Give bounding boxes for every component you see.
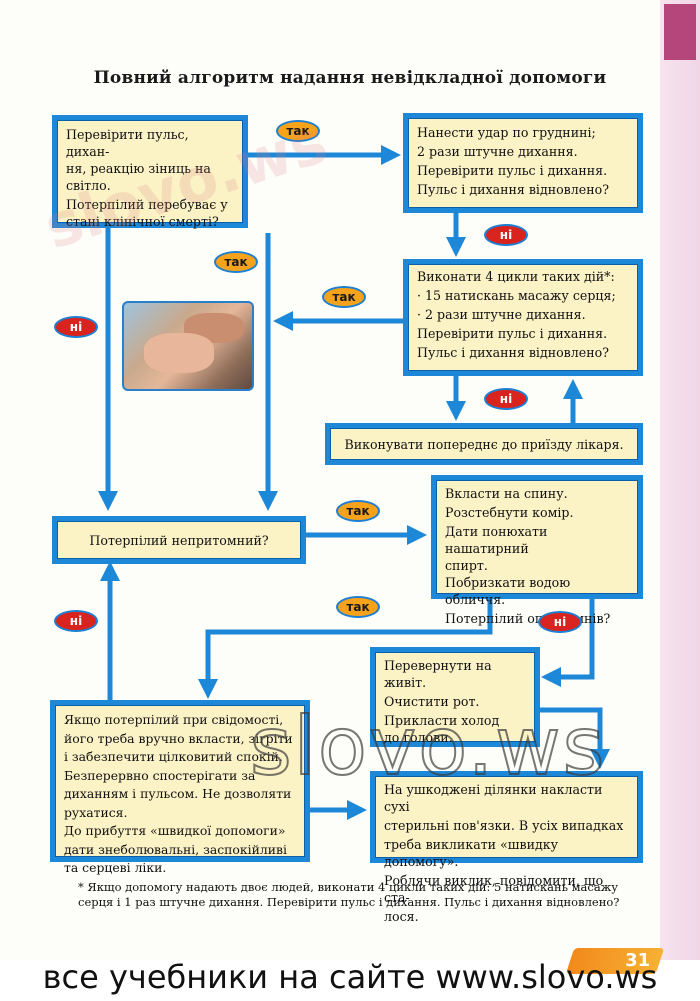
no-badge: ні xyxy=(538,611,582,633)
box-dressings: На ушкоджені ділянки накласти сухі стери… xyxy=(370,771,643,924)
box-dressings-line: Роблячи виклик, повідомити, що ста- xyxy=(384,873,604,905)
box-lay-back: Вкласти на спину. Розстебнути комір. Дат… xyxy=(431,475,643,626)
box-unconscious: Потерпілий непритомний? xyxy=(52,516,306,564)
box-four-cycles-line: Перевірити пульс і дихання. xyxy=(417,326,608,341)
box-chest-blow-line: Нанести удар по груднині; xyxy=(417,125,596,140)
box-conscious-line: дати знеболювальні, заспокійливі xyxy=(64,841,287,857)
box-lay-back-line: Розстебнути комір. xyxy=(445,505,574,520)
box-continue: Виконувати попереднє до приїзду лікаря. xyxy=(325,423,643,465)
page-edge xyxy=(660,0,700,960)
box-dressings-line: треба викликати «швидку допомогу». xyxy=(384,837,559,869)
page-title: Повний алгоритм надання невідкладної доп… xyxy=(93,68,607,88)
box-conscious-line: рухатися. xyxy=(64,804,128,820)
box-turn-over-line: Очистити рот. xyxy=(384,694,480,709)
box-four-cycles-line: Пульс і дихання відновлено? xyxy=(417,345,609,360)
no-badge: ні xyxy=(54,610,98,632)
box-lay-back-line: Вкласти на спину. xyxy=(445,486,568,501)
box-lay-back-line: Побризкати водою обличчя. xyxy=(445,575,571,607)
box-conscious-line: До прибуття «швидкої допомоги» xyxy=(64,823,286,838)
footnote: * Якщо допомогу надають двоє людей, вико… xyxy=(78,880,620,909)
box-dressings-line: стерильні пов'язки. В усіх випадках xyxy=(384,818,624,833)
yes-badge: так xyxy=(322,286,366,308)
box-turn-over: Перевернути на живіт. Очистити рот. Прикл… xyxy=(370,647,540,747)
box-lay-back-line: Дати понюхати нашатирний xyxy=(445,524,548,556)
box-check-pulse-line: Потерпілий перебуває у xyxy=(66,197,228,212)
box-four-cycles-line: · 15 натискань масажу серця; xyxy=(417,288,616,303)
yes-badge: так xyxy=(276,120,320,142)
cpr-photo xyxy=(122,301,254,391)
box-conscious-line: та серцеві ліки. xyxy=(64,860,167,875)
box-check-pulse: Перевірити пульс, дихан-ня, реакцію зіни… xyxy=(52,115,248,229)
box-conscious-line: його треба вручно вкласти, зігріти xyxy=(64,730,293,746)
box-chest-blow: Нанести удар по груднині; 2 рази штучне … xyxy=(403,113,643,213)
box-conscious-line: диханням і пульсом. Не дозволяти xyxy=(64,786,292,801)
box-turn-over-line: Прикласти холод xyxy=(384,713,500,728)
box-check-pulse-line: ня, реакцію зіниць на xyxy=(66,161,211,176)
box-turn-over-line: живіт. xyxy=(384,675,427,690)
box-chest-blow-line: Пульс і дихання відновлено? xyxy=(417,182,609,197)
box-conscious-line: і забезпечити цілковитий спокій. xyxy=(64,749,283,764)
no-badge: ні xyxy=(484,224,528,246)
yes-badge: так xyxy=(336,596,380,618)
box-turn-over-line: Перевернути на xyxy=(384,658,492,673)
box-lay-back-line: спирт. xyxy=(445,558,488,573)
box-check-pulse-line: світло. xyxy=(66,178,111,193)
photo-patient xyxy=(144,333,214,373)
box-check-pulse-line: Перевірити пульс, дихан- xyxy=(66,127,189,159)
yes-badge: так xyxy=(214,251,258,273)
box-unconscious-text: Потерпілий непритомний? xyxy=(89,532,269,548)
box-four-cycles: Виконати 4 цикли таких дій*: · 15 натиск… xyxy=(403,259,643,376)
box-dressings-line: лося. xyxy=(384,909,419,924)
bottom-banner: все учебники на сайте www.slovo.ws xyxy=(42,958,658,996)
box-lay-back-line: Потерпілий опритомнів? xyxy=(445,611,611,626)
watermark: slovo.ws xyxy=(249,699,607,794)
box-conscious: Якщо потерпілий при свідомості, його тре… xyxy=(50,700,310,875)
box-four-cycles-line: Виконати 4 цикли таких дій*: xyxy=(417,269,615,284)
box-chest-blow-line: 2 рази штучне дихання. xyxy=(417,144,578,159)
box-conscious-line: Безперервно спостерігати за xyxy=(64,767,256,783)
box-continue-text: Виконувати попереднє до приїзду лікаря. xyxy=(344,436,624,452)
box-dressings-line: На ушкоджені ділянки накласти сухі xyxy=(384,782,603,814)
box-four-cycles-line: · 2 рази штучне дихання. xyxy=(417,307,586,322)
arrow-no-to-turn-over xyxy=(541,598,595,687)
box-turn-over-line: до голови. xyxy=(384,730,453,745)
page-edge-tab xyxy=(664,4,696,60)
box-conscious-line: Якщо потерпілий при свідомості, xyxy=(64,712,284,727)
no-badge: ні xyxy=(484,388,528,410)
arrow-yes-to-conscious xyxy=(198,598,493,699)
arrow-turn-over-to-dressings xyxy=(538,707,610,769)
box-check-pulse-line: стані клінічної смерті? xyxy=(66,214,219,229)
no-badge: ні xyxy=(54,316,98,338)
box-chest-blow-line: Перевірити пульс і дихання. xyxy=(417,163,608,178)
yes-badge: так xyxy=(336,500,380,522)
